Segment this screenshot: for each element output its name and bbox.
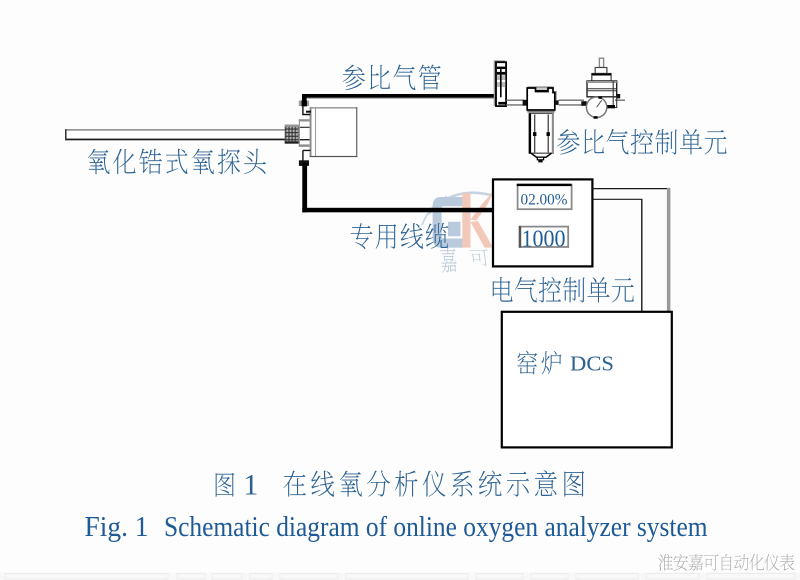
svg-text:1: 1 xyxy=(243,469,258,502)
svg-text:Schematic diagram of online ox: Schematic diagram of online oxygen analy… xyxy=(164,511,708,543)
svg-text:1000: 1000 xyxy=(522,226,566,252)
svg-text:Fig. 1: Fig. 1 xyxy=(85,511,149,543)
svg-text:02.00%: 02.00% xyxy=(521,192,568,209)
svg-text:DCS: DCS xyxy=(570,351,614,375)
